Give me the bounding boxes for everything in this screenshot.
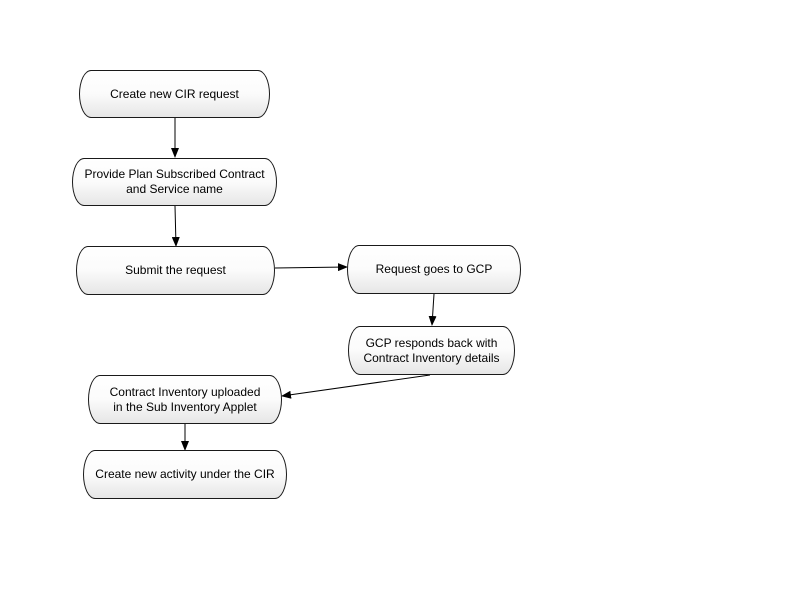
node-request-goes-to-gcp: Request goes to GCP: [347, 245, 521, 294]
node-create-new-activity: Create new activity under the CIR: [83, 450, 287, 499]
node-gcp-responds: GCP responds back with Contract Inventor…: [348, 326, 515, 375]
edge-gcp-to-response: [428, 293, 437, 326]
node-create-cir-request: Create new CIR request: [79, 70, 270, 118]
node-provide-plan-contract: Provide Plan Subscribed Contract and Ser…: [72, 158, 277, 206]
edge-provide-to-submit: [171, 205, 180, 247]
node-contract-inventory-uploaded: Contract Inventory uploaded in the Sub I…: [88, 375, 282, 424]
edge-submit-to-gcp: [274, 263, 348, 272]
edge-response-to-upload: [281, 374, 431, 399]
node-submit-request: Submit the request: [76, 246, 275, 295]
